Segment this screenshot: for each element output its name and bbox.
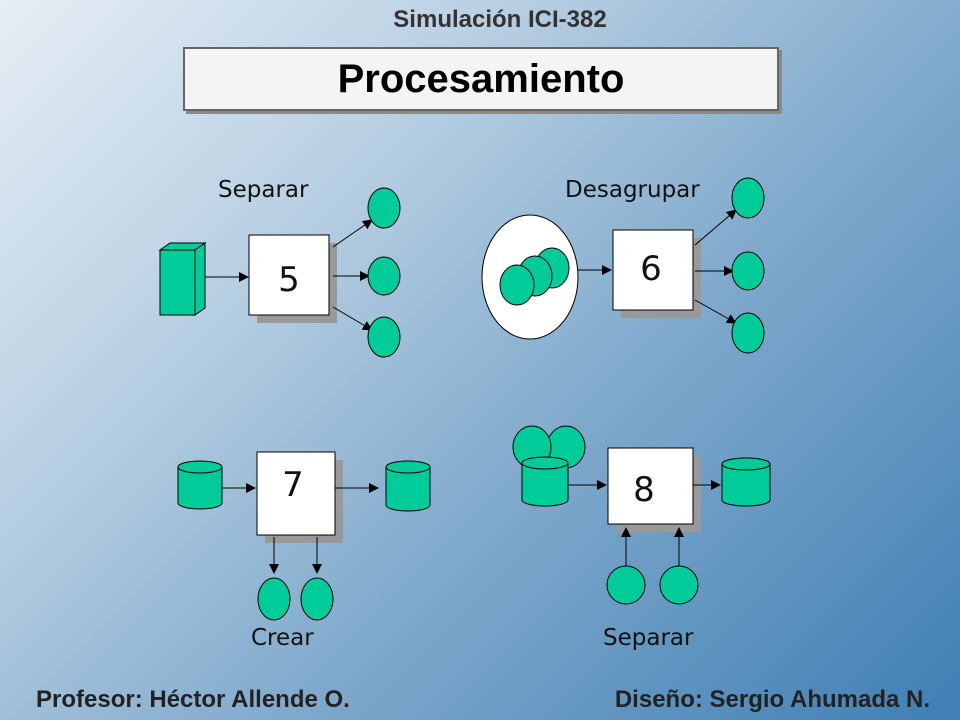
queue-out-icon xyxy=(721,457,771,507)
queue-in-icon xyxy=(521,456,569,507)
arrow-out-1 xyxy=(332,219,373,248)
panel-crear: 7 Crear xyxy=(177,451,431,651)
entity-icon xyxy=(367,187,401,229)
step-8: 8 xyxy=(633,470,655,510)
step-7: 7 xyxy=(282,465,304,505)
entity-icon xyxy=(367,256,401,296)
label-separar-bottom: Separar xyxy=(603,625,694,651)
slide-title: Procesamiento xyxy=(337,56,625,101)
arrow-out-3 xyxy=(332,306,373,331)
footer-design: Diseño: Sergio Ahumada N. xyxy=(614,686,930,713)
arrow-out-3 xyxy=(694,299,737,324)
slide-title-box: Procesamiento xyxy=(183,47,779,111)
entity-icon xyxy=(300,577,334,621)
process-box-6: 6 xyxy=(612,229,701,318)
entity-icon xyxy=(731,177,765,219)
label-desagrupar: Desagrupar xyxy=(565,177,700,203)
label-separar-top: Separar xyxy=(218,177,309,203)
process-box-8: 8 xyxy=(607,447,701,532)
step-6: 6 xyxy=(640,249,662,289)
entity-icon xyxy=(731,312,765,354)
entity-icon xyxy=(367,316,401,358)
arrow-out-1 xyxy=(694,209,737,246)
process-box-7: 7 xyxy=(256,451,343,543)
block-source-icon xyxy=(158,242,207,316)
panel-desagrupar: Desagrupar 6 xyxy=(481,177,765,354)
panel-separar-top: Separar 5 xyxy=(158,177,401,358)
label-crear: Crear xyxy=(251,625,314,651)
entity-icon xyxy=(731,251,765,291)
entity-icon xyxy=(606,565,646,605)
entity-icon xyxy=(499,264,535,306)
course-title: Simulación ICI-382 xyxy=(393,6,607,33)
queue-out-icon xyxy=(385,460,431,512)
panel-separar-bottom: 8 Separar xyxy=(512,425,771,651)
entity-icon xyxy=(659,565,699,605)
footer-professor: Profesor: Héctor Allende O. xyxy=(36,686,350,713)
entity-icon xyxy=(257,577,291,621)
step-5: 5 xyxy=(278,260,300,300)
process-box-5: 5 xyxy=(248,234,337,323)
queue-in-icon xyxy=(177,460,223,510)
